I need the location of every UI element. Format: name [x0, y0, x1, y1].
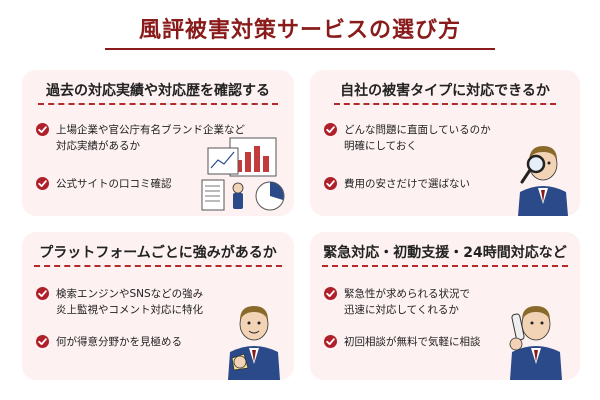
- charts-presenter-illustration: [201, 137, 285, 211]
- check-icon: [36, 123, 49, 136]
- card-track-record: 過去の対応実績や対応歴を確認する 上場企業や官公庁有名ブランド企業など 対応実績…: [22, 70, 294, 216]
- check-item: 検索エンジンやSNSなどの強み 炎上監視やコメント対応に特化: [36, 286, 203, 318]
- check-item: 上場企業や官公庁有名ブランド企業など 対応実績があるか: [36, 122, 245, 154]
- item-text: 上場企業や官公庁有名ブランド企業など 対応実績があるか: [56, 124, 245, 152]
- check-icon: [324, 287, 337, 300]
- heading-underline: [34, 265, 282, 267]
- phone-man-illustration: [509, 306, 562, 380]
- item-text: 費用の安さだけで選ばない: [344, 178, 470, 190]
- item-text: どんな問題に直面しているのか 明確にしておく: [344, 124, 491, 152]
- thumbs-up-man-illustration: [228, 306, 280, 380]
- card-heading: プラットフォームごとに強みがあるか: [39, 245, 277, 261]
- check-item: 緊急性が求められる状況で 迅速に対応してくれるか: [324, 286, 470, 318]
- title-underline: [105, 48, 495, 50]
- check-icon: [36, 177, 49, 190]
- check-item: 費用の安さだけで選ばない: [324, 176, 470, 192]
- check-icon: [36, 335, 49, 348]
- magnifier-man-illustration: [518, 146, 568, 216]
- item-text: 緊急性が求められる状況で 迅速に対応してくれるか: [344, 288, 470, 316]
- check-icon: [36, 287, 49, 300]
- item-text: 何が得意分野かを見極める: [56, 336, 182, 348]
- card-platform-strength: プラットフォームごとに強みがあるか 検索エンジンやSNSなどの強み 炎上監視やコ…: [22, 232, 294, 380]
- heading-underline: [38, 103, 278, 105]
- page-title: 風評被害対策サービスの選び方: [138, 18, 461, 43]
- heading-underline: [334, 103, 556, 105]
- heading-underline: [322, 265, 568, 267]
- check-icon: [324, 123, 337, 136]
- card-heading: 自社の被害タイプに対応できるか: [340, 83, 550, 99]
- item-text: 初回相談が無料で気軽に相談: [344, 336, 481, 348]
- check-item: どんな問題に直面しているのか 明確にしておく: [324, 122, 491, 154]
- card-damage-type: 自社の被害タイプに対応できるか どんな問題に直面しているのか 明確にしておく 費…: [310, 70, 580, 216]
- check-item: 何が得意分野かを見極める: [36, 334, 182, 350]
- card-emergency-response: 緊急対応・初動支援・24時間対応など 緊急性が求められる状況で 迅速に対応してく…: [310, 232, 580, 380]
- card-heading: 緊急対応・初動支援・24時間対応など: [323, 245, 567, 261]
- card-heading: 過去の対応実績や対応歴を確認する: [46, 83, 270, 99]
- check-item: 公式サイトの口コミ確認: [36, 176, 172, 192]
- check-icon: [324, 177, 337, 190]
- item-text: 検索エンジンやSNSなどの強み 炎上監視やコメント対応に特化: [56, 288, 204, 316]
- check-item: 初回相談が無料で気軽に相談: [324, 334, 481, 350]
- check-icon: [324, 335, 337, 348]
- item-text: 公式サイトの口コミ確認: [56, 178, 172, 190]
